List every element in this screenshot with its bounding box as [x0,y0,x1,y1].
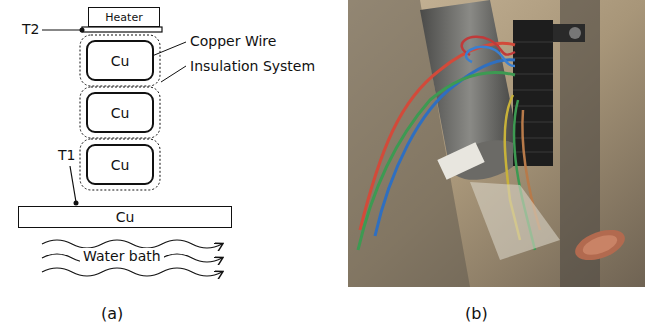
sensor-lead [42,29,82,30]
node-text: Heater [105,11,142,24]
sensor-dot [74,201,79,206]
photo [348,0,645,287]
node-text: Cu [111,157,130,173]
panel-label: (b) [465,305,488,323]
node-text: Cu [116,209,135,225]
sensor-label: T2 [22,21,39,37]
insulation-outline [80,35,160,86]
insulation-outline [80,139,160,190]
sensor-dot [80,28,85,33]
node-text: Cu [111,53,130,69]
copper-plate: Cu [18,206,232,228]
copper-block: Cu [86,144,154,185]
part-label: Copper Wire [190,33,276,49]
heater-box: Heater [88,7,160,27]
panel-label: (a) [101,305,123,323]
water-wave [42,240,222,248]
leader-line [161,66,186,82]
part-label: Water bath [80,248,164,264]
heater-plate [82,27,162,32]
water-wave [42,268,222,276]
sensor-label: T1 [58,147,75,163]
leader-line [152,42,186,56]
sensor-lead [70,166,76,202]
node-text: Cu [111,105,130,121]
copper-block: Cu [86,92,154,133]
copper-block: Cu [86,40,154,81]
part-label: Insulation System [190,58,315,74]
insulation-outline [80,87,160,138]
